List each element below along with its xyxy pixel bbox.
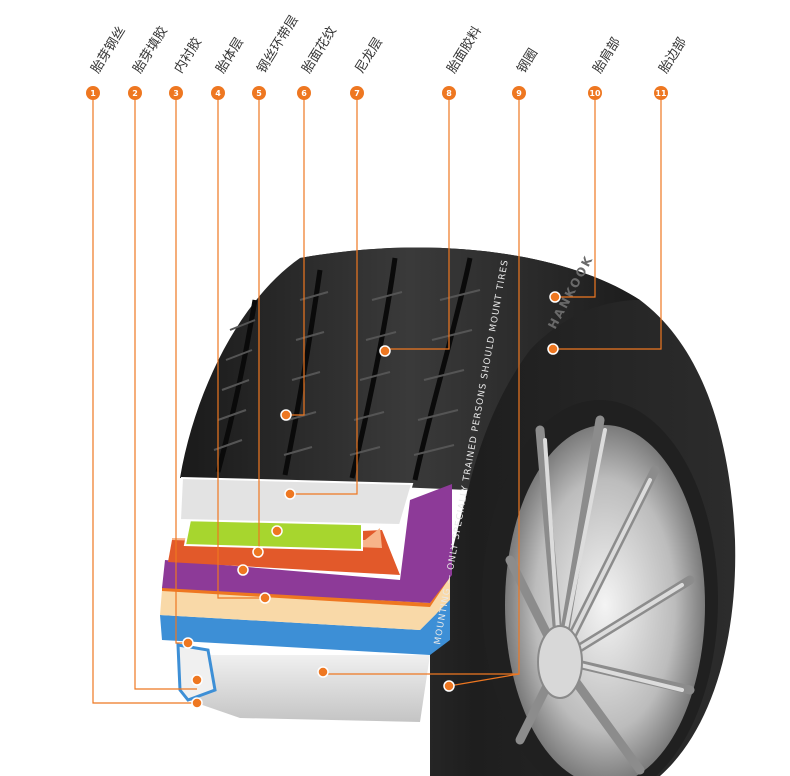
leader-dot-7	[284, 488, 296, 500]
label-sidewall: 胎边部	[657, 35, 690, 76]
leader-dot-5b	[237, 564, 249, 576]
tread-sipes	[213, 289, 481, 456]
tire-cross-section	[160, 476, 452, 722]
badge-9: 9	[512, 86, 526, 100]
label-inner-liner: 内衬胶	[171, 35, 205, 77]
leader-line-1	[92, 95, 197, 704]
badge-5: 5	[252, 86, 266, 100]
layer-inner-liner-blue	[160, 600, 450, 655]
leader-dot-11	[547, 343, 559, 355]
badge-1: 1	[86, 86, 100, 100]
label-tread-compound: 胎面胶料	[444, 24, 485, 77]
wheel-rim	[482, 400, 718, 776]
leader-line-2	[134, 95, 197, 690]
leader-dot-5a	[252, 546, 264, 558]
badge-number-5: 5	[256, 89, 262, 98]
badge-number-4: 4	[215, 89, 221, 98]
layer-orange-line	[162, 573, 450, 607]
leader-dot-9a	[317, 666, 329, 678]
badge-number-6: 6	[301, 89, 307, 98]
badge-number-7: 7	[354, 89, 360, 98]
badge-number-3: 3	[173, 89, 179, 98]
badge-3: 3	[169, 86, 183, 100]
badge-number-8: 8	[446, 89, 452, 98]
leader-line-10	[555, 95, 596, 298]
leader-line-11	[553, 95, 662, 350]
badge-11: 11	[654, 86, 668, 100]
label-nylon-layer: 尼龙层	[353, 35, 386, 76]
leader-dot-6	[280, 409, 292, 421]
wheel-hub	[537, 625, 583, 699]
leader-dot-10	[549, 291, 561, 303]
leader-dot-3	[182, 637, 194, 649]
leader-dot-8	[379, 345, 391, 357]
leader-line-6	[286, 95, 305, 416]
badge-6: 6	[297, 86, 311, 100]
layer-casing-cream	[160, 575, 450, 630]
layer-body-ply-purple	[162, 484, 452, 603]
leader-endpoints	[182, 291, 561, 709]
badge-8: 8	[442, 86, 456, 100]
leader-dot-1	[191, 697, 203, 709]
badge-number-2: 2	[132, 89, 138, 98]
leader-line-8	[385, 95, 450, 350]
layer-tread-compound-grey	[178, 476, 414, 527]
badge-number-1: 1	[90, 89, 96, 98]
leader-dot-4	[259, 592, 271, 604]
leader-dot-5c	[271, 525, 283, 537]
bead-bundle	[176, 643, 217, 702]
badge-number-9: 9	[516, 89, 522, 98]
label-shoulder: 胎肩部	[590, 35, 624, 77]
badge-7: 7	[350, 86, 364, 100]
label-steel-belt: 钢丝环带层	[255, 13, 302, 76]
layer-inner-cavity	[188, 655, 430, 722]
label-tread-pattern: 胎面花纹	[299, 24, 340, 77]
badge-10: 10	[588, 86, 602, 100]
number-badges: 1 2 3 4 5 6 7 8 9 10 11	[86, 86, 668, 100]
label-bead-wire: 胎芽钢丝	[89, 24, 129, 76]
leader-dot-2	[191, 674, 203, 686]
leader-line-4	[217, 95, 265, 599]
leader-line-7	[290, 95, 358, 495]
leader-line-9b	[448, 673, 520, 687]
badge-number-11: 11	[655, 89, 667, 98]
label-bead-filler: 胎芽填胶	[130, 24, 171, 77]
leader-dot-9b	[443, 680, 455, 692]
badge-4: 4	[211, 86, 225, 100]
badge-number-10: 10	[589, 89, 601, 98]
tire-illustration: MOUNTING — ONLY SPECIALLY TRAINED PERSON…	[160, 247, 736, 776]
badge-2: 2	[128, 86, 142, 100]
label-steel-rim: 钢圈	[515, 46, 542, 76]
component-labels: 胎芽钢丝 胎芽填胶 内衬胶 胎体层 钢丝环带层 胎面花纹 尼龙层 胎面胶料 钢圈…	[89, 13, 690, 76]
label-body-ply: 胎体层	[214, 35, 247, 76]
